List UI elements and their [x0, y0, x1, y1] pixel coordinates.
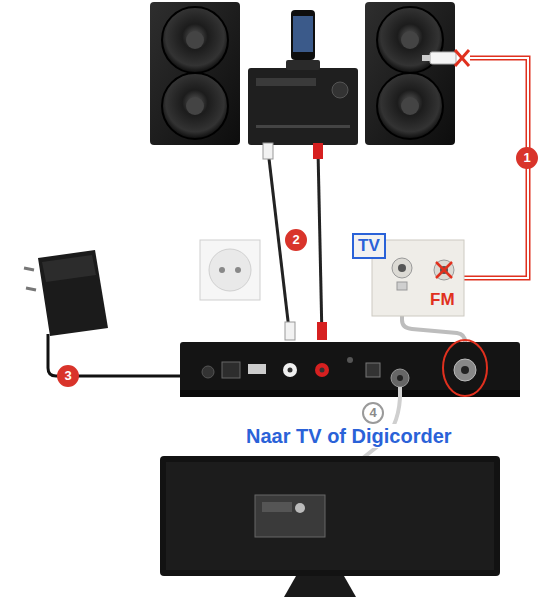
stereo-unit	[248, 10, 358, 145]
television-part	[166, 462, 494, 570]
receiver-box-part	[315, 363, 329, 377]
antenna-wall-socket-part	[372, 240, 464, 316]
left-speaker-part	[162, 73, 228, 139]
power-adapter	[24, 250, 108, 336]
power-outlet-part	[235, 267, 241, 273]
stereo-unit-part	[332, 82, 348, 98]
callout-number: 3	[57, 365, 79, 387]
antenna-cable-part	[455, 50, 469, 66]
callout-number: 4	[362, 402, 384, 424]
left-speaker-part	[162, 7, 228, 73]
destination-label: Naar TV of Digicorder	[243, 424, 455, 448]
television-part	[295, 503, 305, 513]
receiver-box-part	[397, 375, 403, 381]
callout-number: 2	[285, 229, 307, 251]
stereo-unit-part	[256, 78, 316, 86]
antenna-wall-socket-part	[436, 262, 452, 278]
receiver-box-part	[366, 363, 380, 377]
television-part	[160, 456, 500, 576]
stereo-unit-part	[256, 125, 350, 128]
antenna-wall-socket-part	[392, 258, 412, 278]
power-outlet-part	[219, 267, 225, 273]
receiver-box-part	[222, 362, 240, 378]
antenna-cable-part	[430, 52, 456, 64]
power-adapter-part	[24, 268, 34, 270]
power-outlet-part	[200, 240, 260, 300]
tv-port-label-box: TV	[352, 233, 386, 259]
stereo-unit-part	[248, 68, 358, 145]
receiver-box	[180, 340, 520, 397]
right-speaker-part	[365, 2, 455, 145]
rca-cables-part	[285, 322, 295, 340]
television-part	[262, 502, 292, 512]
receiver-box-part	[461, 366, 469, 374]
antenna-wall-socket-part	[434, 260, 454, 280]
port-label: TV	[358, 236, 380, 256]
television-part	[284, 576, 356, 597]
stereo-unit-part	[291, 10, 315, 60]
antenna-wall-socket-part	[436, 262, 452, 278]
stereo-unit-part	[286, 60, 320, 70]
right-speaker-part	[401, 31, 419, 49]
receiver-box-part	[391, 369, 409, 387]
receiver-box-part	[454, 359, 476, 381]
antenna-wall-socket	[372, 240, 464, 316]
power-adapter-part	[38, 250, 108, 336]
rca-cables-part	[313, 143, 323, 159]
port-label: FM	[430, 290, 455, 310]
power-outlet-part	[209, 249, 251, 291]
antenna-wall-socket-part	[398, 264, 406, 272]
right-speaker	[365, 2, 455, 145]
right-speaker-part	[377, 73, 443, 139]
receiver-box-part	[443, 340, 487, 396]
right-speaker-part	[401, 97, 419, 115]
antenna-cable-part	[455, 50, 469, 66]
television-part	[255, 495, 325, 537]
rca-cables-part	[317, 322, 327, 340]
callout-number: 1	[516, 147, 538, 169]
left-speaker-part	[186, 31, 204, 49]
stereo-unit-part	[293, 16, 313, 52]
left-speaker-part	[150, 2, 240, 145]
power-adapter-part	[26, 288, 36, 290]
receiver-box-part	[320, 368, 325, 373]
power-outlet	[200, 240, 260, 300]
left-speaker-part	[186, 97, 204, 115]
antenna-cable-part	[422, 55, 431, 61]
power-adapter-part	[42, 255, 96, 282]
receiver-box-part	[283, 363, 297, 377]
receiver-box-part	[347, 357, 353, 363]
receiver-box-part	[248, 364, 266, 374]
left-speaker	[150, 2, 240, 145]
television	[160, 456, 500, 597]
receiver-box-part	[288, 368, 293, 373]
antenna-wall-socket-part	[397, 282, 407, 290]
receiver-box-part	[180, 342, 520, 397]
rca-cables	[263, 143, 327, 340]
receiver-box-part	[202, 366, 214, 378]
rca-cables-part	[263, 143, 273, 159]
rca-cables-part	[318, 150, 322, 338]
